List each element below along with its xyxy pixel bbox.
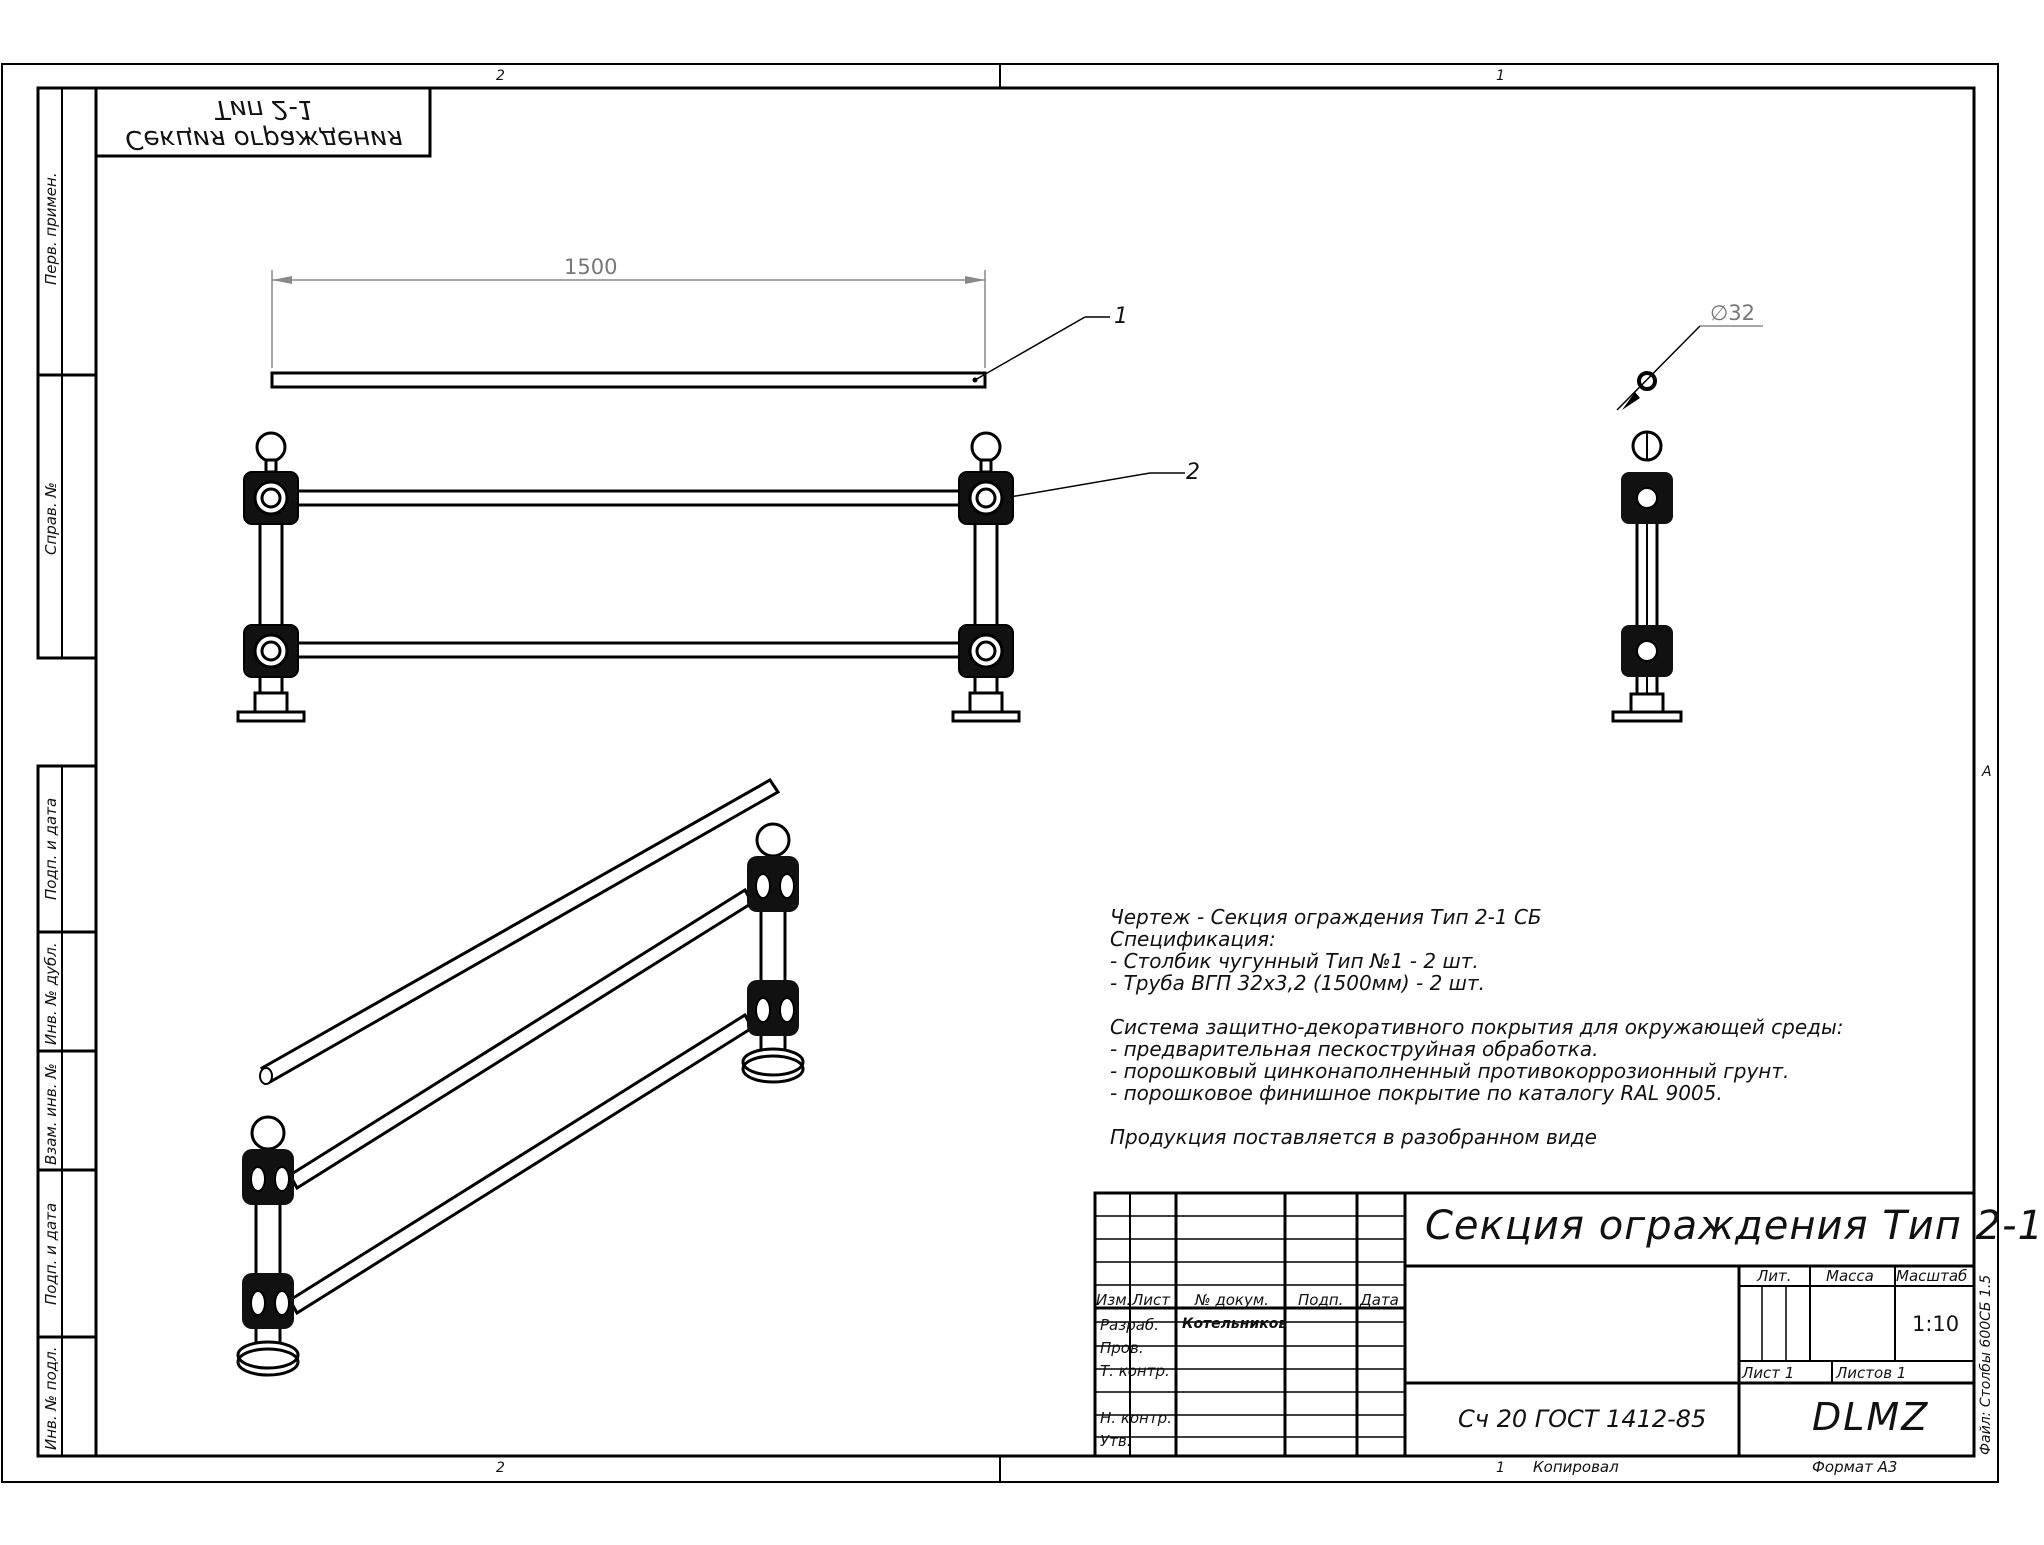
footer-kopiroval: Копировал <box>1533 1458 1619 1476</box>
mirrored-title-line2: Тип 2-1 <box>213 94 315 124</box>
tb-scale: 1:10 <box>1912 1312 1960 1336</box>
dimension-diameter: ∅32 <box>1710 301 1756 325</box>
tb-sheets: Листов 1 <box>1836 1364 1907 1382</box>
post-side-view <box>1611 430 1683 723</box>
note-line <box>1110 1104 1844 1126</box>
side-label-podp-data-2: Подп. и дата <box>42 1202 60 1305</box>
isometric-view <box>236 778 805 1377</box>
tb-lit: Лит. <box>1757 1267 1792 1285</box>
dimension-length: 1500 <box>564 255 618 279</box>
tb-razrab: Разраб. <box>1100 1316 1159 1334</box>
tb-massa: Масса <box>1826 1267 1874 1285</box>
tb-hdr-izm: Изм. <box>1096 1291 1132 1309</box>
outer-frame <box>1 63 1999 1483</box>
tube-section <box>1637 371 1657 391</box>
note-line: - Столбик чугунный Тип №1 - 2 шт. <box>1110 949 1479 973</box>
note-line: Продукция поставляется в разобранном вид… <box>1110 1125 1597 1149</box>
note-line: - порошковый цинконаполненный противокор… <box>1110 1059 1790 1083</box>
note-line: Спецификация: <box>1110 927 1276 951</box>
drawing-sheet <box>1 63 1999 1483</box>
tb-material: Сч 20 ГОСТ 1412-85 <box>1458 1405 1707 1433</box>
side-stamp-bottom <box>36 764 98 1458</box>
tb-masshtab: Масштаб <box>1896 1267 1968 1285</box>
tb-hdr-data: Дата <box>1360 1291 1399 1309</box>
mirrored-title-line1: Секция ограждения <box>125 124 403 154</box>
title-main: Секция ограждения Тип 2-1 <box>1425 1203 2044 1249</box>
tb-prov: Пров. <box>1100 1339 1144 1357</box>
side-label-sprav-no: Справ. № <box>42 482 60 555</box>
footer-file: Файл: Столбы 600СБ 1.5 <box>1978 1274 1994 1455</box>
mirrored-title-box <box>94 86 432 158</box>
zone-mark-bottom-right: 1 <box>1496 1460 1505 1476</box>
note-line: - предварительная пескоструйная обработк… <box>1110 1037 1599 1061</box>
side-stamp-top <box>36 86 98 660</box>
tube-front <box>270 371 987 389</box>
side-label-vzam-inv: Взам. инв. № <box>42 1063 60 1165</box>
tb-hdr-podp: Подп. <box>1298 1291 1344 1309</box>
zone-mark-top-right: 1 <box>1496 68 1505 84</box>
tb-nkontr: Н. контр. <box>1100 1409 1172 1427</box>
note-line: - Труба ВГП 32х3,2 (1500мм) - 2 шт. <box>1110 971 1485 995</box>
side-label-podp-data-1: Подп. и дата <box>42 797 60 900</box>
tb-hdr-list: Лист <box>1132 1291 1171 1309</box>
zone-mark-top-left: 2 <box>496 68 505 84</box>
callout-1: 1 <box>1114 304 1128 329</box>
note-line: Чертеж - Секция ограждения Тип 2-1 СБ <box>1110 905 1542 929</box>
tb-hdr-dokum: № докум. <box>1195 1291 1269 1309</box>
tb-utv: Утв. <box>1100 1432 1132 1450</box>
zone-mark-right: A <box>1982 764 1992 780</box>
callout-2: 2 <box>1186 460 1200 485</box>
note-line: - порошковое финишное покрытие по катало… <box>1110 1081 1723 1105</box>
side-label-inv-podl: Инв. № подл. <box>42 1346 60 1450</box>
tb-razrab-name: Котельников <box>1182 1316 1288 1332</box>
note-line <box>1110 994 1844 1016</box>
side-label-inv-dubl: Инв. № дубл. <box>42 942 60 1045</box>
zone-mark-bottom-left: 2 <box>496 1460 505 1476</box>
title-block-grid <box>1093 1191 1976 1458</box>
mirrored-title: Секция ограждения Тип 2-1 <box>100 90 428 154</box>
note-line: Система защитно-декоративного покрытия д… <box>1110 1015 1844 1039</box>
side-label-perv-primen: Перв. примен. <box>42 172 60 285</box>
footer-format: Формат А3 <box>1812 1458 1898 1476</box>
tb-tkontr: Т. контр. <box>1100 1362 1170 1380</box>
tb-sheet: Лист 1 <box>1742 1364 1795 1382</box>
tb-company: DLMZ <box>1812 1395 1930 1439</box>
